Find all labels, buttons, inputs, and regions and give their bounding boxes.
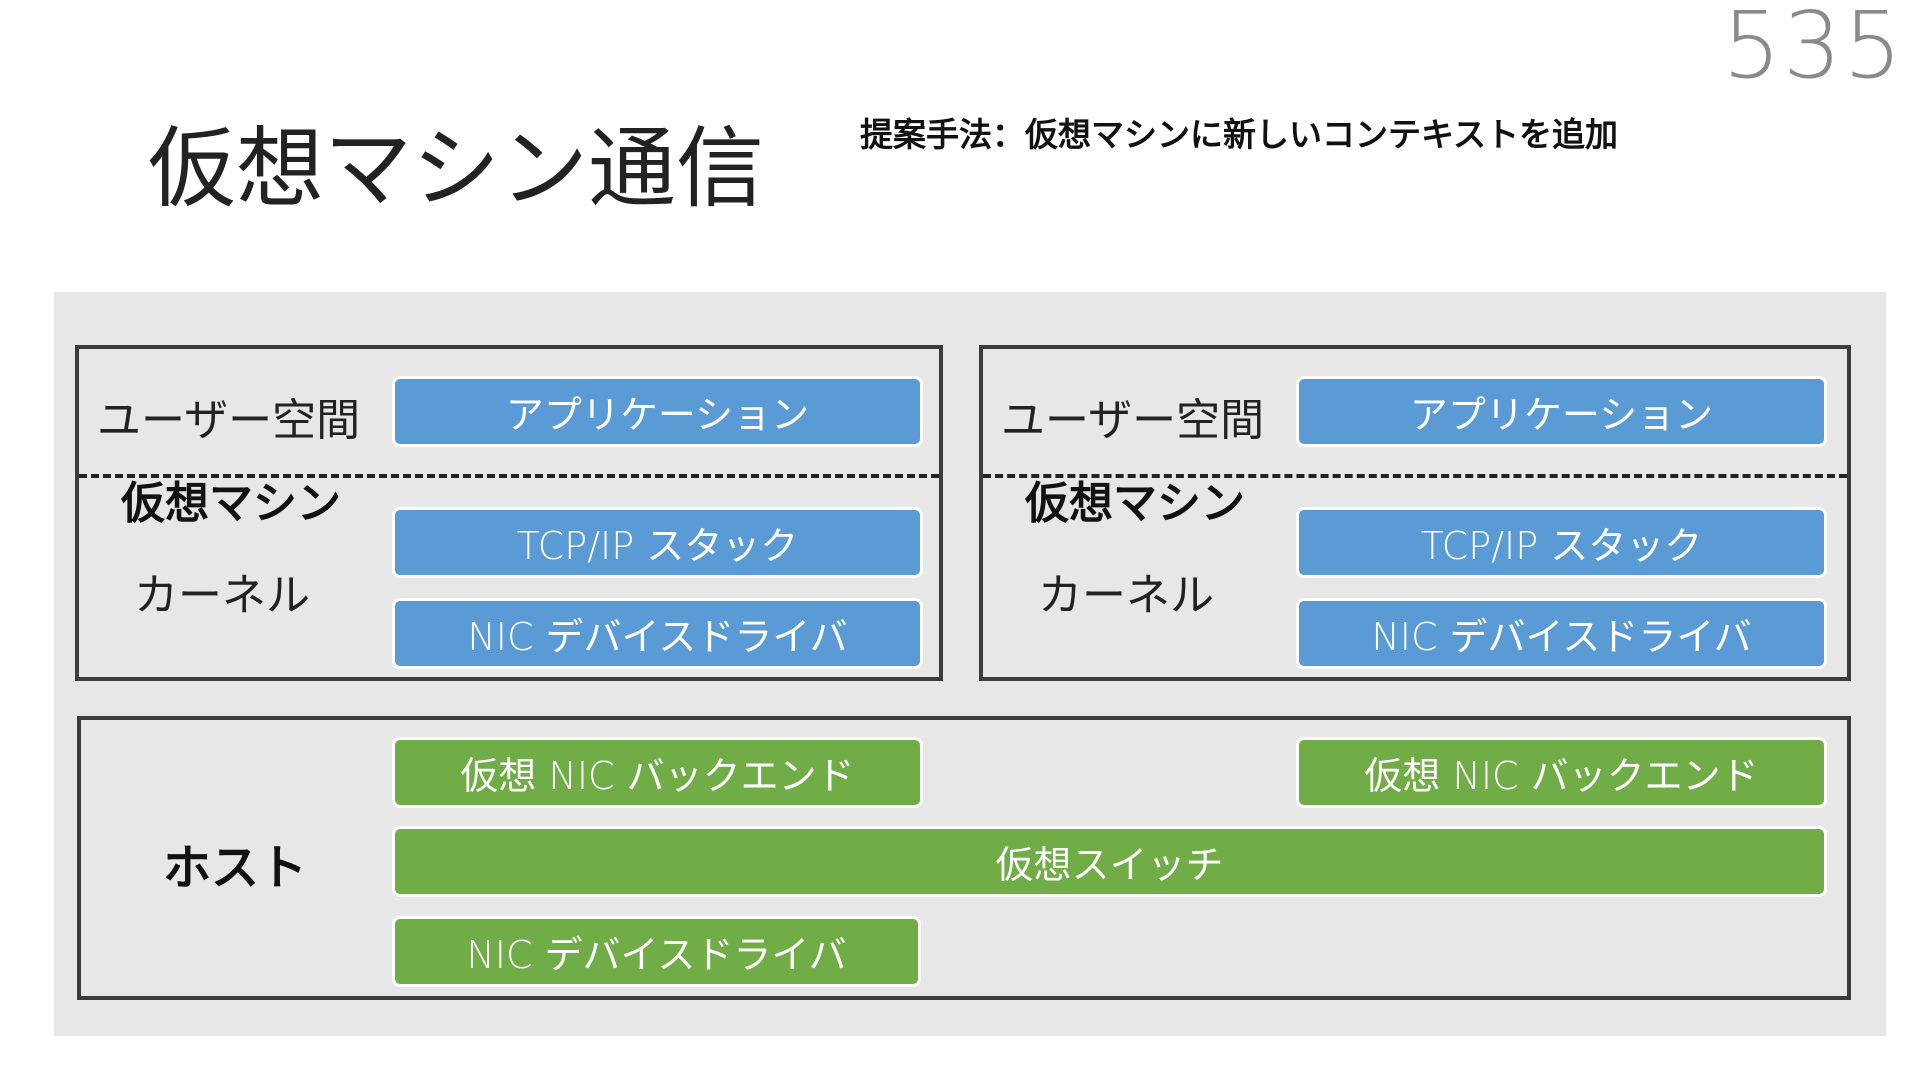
- tcp-ip-stack-block: TCP/IP スタック: [1296, 507, 1827, 578]
- host-box: ホスト 仮想 NIC バックエンド 仮想 NIC バックエンド 仮想スイッチ N…: [77, 716, 1851, 1000]
- nic-device-driver-block: NIC デバイスドライバ: [1296, 598, 1827, 669]
- user-kernel-divider: [79, 474, 939, 478]
- virtual-machine-right: ユーザー空間 仮想マシン カーネル アプリケーション TCP/IP スタック N…: [979, 345, 1851, 681]
- user-space-label: ユーザー空間: [1001, 395, 1265, 446]
- application-block: アプリケーション: [1296, 376, 1827, 447]
- kernel-label: カーネル: [134, 570, 310, 621]
- virtual-nic-backend-right: 仮想 NIC バックエンド: [1296, 737, 1827, 808]
- user-space-label: ユーザー空間: [97, 395, 361, 446]
- virtual-switch-block: 仮想スイッチ: [392, 826, 1827, 897]
- host-nic-device-driver-block: NIC デバイスドライバ: [392, 916, 921, 987]
- tcp-ip-stack-block: TCP/IP スタック: [392, 507, 923, 578]
- virtual-nic-backend-left: 仮想 NIC バックエンド: [392, 737, 923, 808]
- user-kernel-divider: [983, 474, 1847, 478]
- slide-title: 仮想マシン通信: [148, 117, 765, 220]
- host-label: ホスト: [163, 840, 308, 896]
- virtual-machine-label: 仮想マシン: [1025, 478, 1245, 529]
- slide-subtitle: 提案手法：仮想マシンに新しいコンテキストを追加: [860, 115, 1619, 154]
- application-block: アプリケーション: [392, 376, 923, 447]
- virtual-machine-label: 仮想マシン: [121, 478, 341, 529]
- kernel-label: カーネル: [1038, 570, 1214, 621]
- nic-device-driver-block: NIC デバイスドライバ: [392, 598, 923, 669]
- virtual-machine-left: ユーザー空間 仮想マシン カーネル アプリケーション TCP/IP スタック N…: [75, 345, 943, 681]
- page-number: 535: [1722, 0, 1904, 99]
